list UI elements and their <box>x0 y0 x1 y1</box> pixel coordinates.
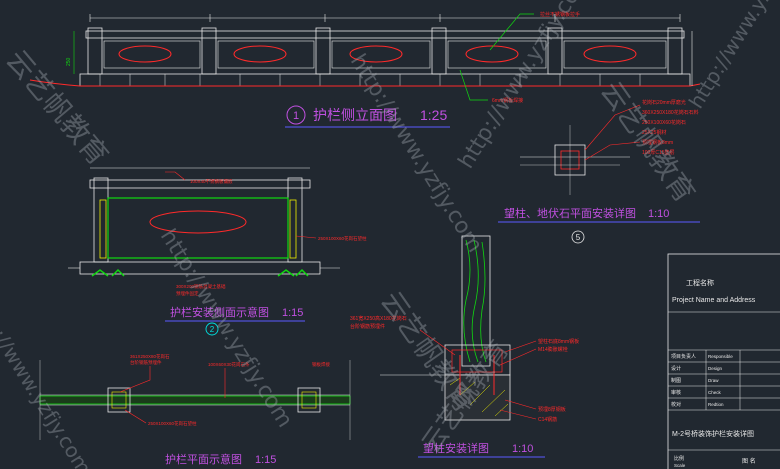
leader-note-steel: 6mm钢板焊接 <box>492 97 523 104</box>
pillar-plan-note-2: 360X250X180花岗石石料 <box>642 109 699 116</box>
plan-note-bottom: 250X100X60花岗石望柱 <box>148 420 197 427</box>
drawing-title: M-2号桥装饰护栏安装详图 <box>672 429 754 438</box>
pillar-plan-title: 望柱、地伏石平面安装详图 <box>504 206 636 220</box>
railing-elevation-view: 250 拉丝不锈钢板拉手 6mm钢板焊接 1 护栏侧立面图 1:25 <box>29 11 701 128</box>
tb-row-0-en: Responsible <box>708 354 733 359</box>
scale-label: 比例 <box>674 455 684 462</box>
elevation-title: 护栏侧立面图 <box>313 107 397 123</box>
pillar-plan-detail-number: 5 <box>576 233 581 242</box>
install-note-right: 250X100X60花岗石望柱 <box>318 235 367 242</box>
watermark-brand-2: 云艺帆教育 <box>594 75 701 209</box>
pillar-note-right-2: M14膨胀螺栓 <box>538 346 568 353</box>
plan-note-right: 钢板焊接 <box>312 361 330 368</box>
plan-note-left-1: 361X250X80花岗石 <box>130 353 170 360</box>
install-detail-number: 2 <box>210 325 215 334</box>
plan-title: 护栏平面示意图 <box>165 452 242 466</box>
tb-row-1-cn: 设计 <box>671 365 681 372</box>
tb-row-0-cn: 项目负责人 <box>671 353 696 360</box>
detail-number: 1 <box>293 110 299 122</box>
project-name-label-en: Project Name and Address <box>672 297 756 304</box>
scale-label-en: Scale <box>674 463 686 468</box>
pillar-scale: 1:10 <box>512 443 533 455</box>
svg-text:250: 250 <box>66 57 72 66</box>
pillar-title: 望柱安装详图 <box>423 441 489 455</box>
pillar-plan-note-1: 花岗石20mm厚磨光 <box>642 99 686 106</box>
pillar-plan-note-4: 25X25钢材 <box>642 129 666 136</box>
install-note-bottom-1: 300X200钢筋混凝土基础 <box>176 283 226 290</box>
pillar-install-detail: 361宽X250高X180花岗石 台阶钢筋预埋件 望柱石底8mm钢板 M14膨胀… <box>350 235 579 458</box>
pillar-plan-note-6: 100厚C15垫层 <box>642 149 675 156</box>
sheet-label: 图 名 <box>742 457 756 465</box>
pillar-note-left-2: 台阶钢筋预埋件 <box>350 323 385 330</box>
pillar-note-right-1: 望柱石底8mm钢板 <box>538 338 579 345</box>
tb-row-2-en: Draw <box>708 378 719 383</box>
pillar-note-right-4: C14钢筋 <box>538 416 557 423</box>
railing-plan-view: 361X250X80花岗石 台阶钢筋预埋件 100X60X30花岗石条 钢板焊接… <box>39 353 351 466</box>
plan-note-left-2: 台阶钢筋预埋件 <box>130 359 162 366</box>
install-note-top: 100X40不锈钢板镶嵌 <box>190 178 233 185</box>
plan-note-mid: 100X60X30花岗石条 <box>208 361 250 368</box>
tb-row-1-en: Design <box>708 366 723 371</box>
tb-row-2-cn: 制图 <box>671 377 681 384</box>
pillar-plan-note-5: 预埋钢板8mm <box>642 139 673 146</box>
install-note-bottom-2: 预埋件固定 <box>176 290 199 297</box>
pillar-plan-detail: 花岗石20mm厚磨光 360X250X180花岗石石料 250X100X60花岗… <box>498 99 700 244</box>
install-scale: 1:15 <box>282 307 303 319</box>
detail-number-circle <box>286 105 306 125</box>
pillar-note-left-1: 361宽X250高X180花岗石 <box>350 315 407 322</box>
watermark-url-5: http://www.yzfjy.com <box>0 290 96 469</box>
railing-install-view: 100X40不锈钢板镶嵌 250X100X60花岗石望柱 300X200钢筋混凝… <box>68 167 367 336</box>
watermark-url-3: http://www.yzfjy.com <box>454 0 596 173</box>
plan-scale: 1:15 <box>255 454 276 466</box>
tb-row-3-en: Check <box>708 390 722 395</box>
watermark-brand-1: 云艺帆教育 <box>0 43 115 171</box>
install-title: 护栏安装侧面示意图 <box>170 305 269 319</box>
pillar-note-right-3: 预埋8厚钢板 <box>538 406 566 413</box>
tb-row-4-en: Redtion <box>708 402 724 407</box>
tb-row-3-cn: 审核 <box>671 389 681 396</box>
elevation-scale: 1:25 <box>420 107 447 123</box>
leader-note-top: 拉丝不锈钢板拉手 <box>540 11 580 18</box>
tb-row-4-cn: 校对 <box>671 401 681 408</box>
watermark-url-4: http://www.yzfjy.com <box>684 0 780 113</box>
project-name-label: 工程名称 <box>686 278 714 287</box>
pillar-plan-scale: 1:10 <box>648 208 669 220</box>
title-block: 工程名称 Project Name and Address 项目负责人 Resp… <box>667 253 780 469</box>
pillar-plan-note-3: 250X100X60花岗石 <box>642 119 686 126</box>
